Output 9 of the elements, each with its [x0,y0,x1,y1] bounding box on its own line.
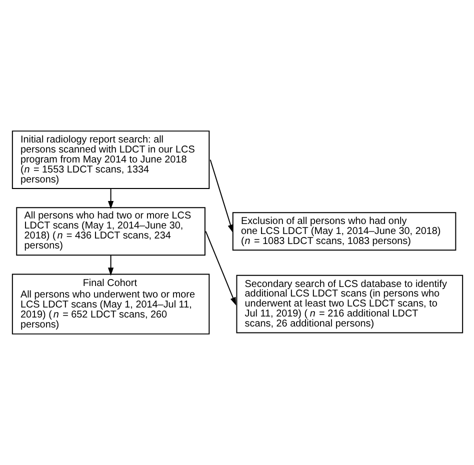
node-box: Initial radiology report search: all persons scanned with LDCT in our LCS program from May 2014 to June 2018 (n = 1553 LDCT scans, 1334 persons) [11,130,210,189]
node-box: Secondary search of LCS database to identify additional LCS LDCT scans (in persons who underwent at least two LCS LDCT scans, to Jul 11, 2019) (n = 216 additional LDCT scans, 26 additional persons) [236,274,463,334]
arrow [107,254,114,276]
arrow [204,230,236,306]
node-box: Exclusion of all persons who had only one LCS LDCT (May 1, 2014–June 30, 2018) (n = 1083 LDCT scans, 1083 persons) [232,212,456,251]
arrow [209,159,233,233]
arrow [107,188,114,210]
node-box: All persons who had two or more LCS LDCT scans (May 1, 2014–June 30, 2018) (n = 436 LDCT scans, 234 persons) [16,207,205,256]
node-box: Final Cohort All persons who underwent two or more LCS LDCT scans (May 1, 2014–Jul 11, 2019) (n = 652 LDCT scans, 260 persons) [11,274,210,334]
